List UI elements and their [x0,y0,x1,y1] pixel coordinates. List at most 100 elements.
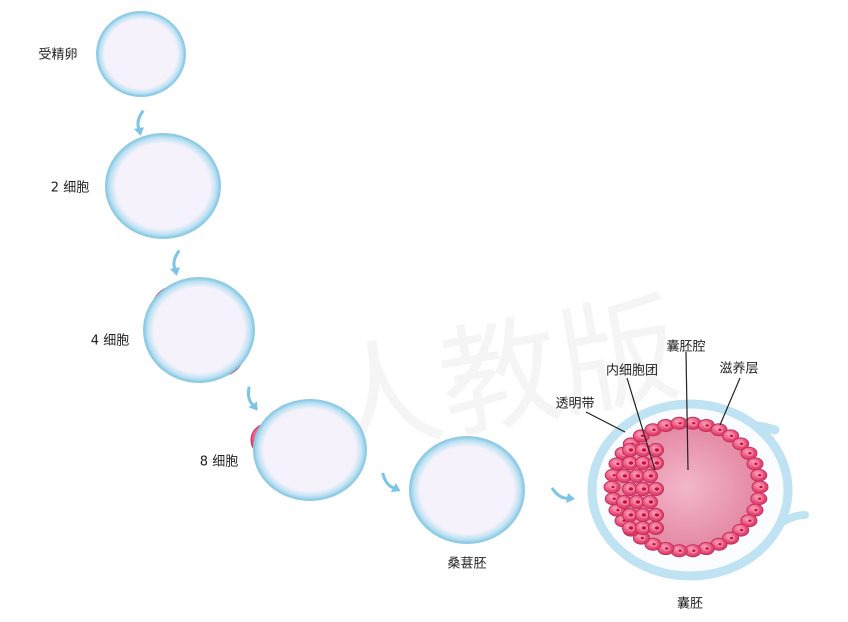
arrow-head [248,401,258,411]
arrow-head [390,483,401,492]
nucleus [653,511,661,519]
arrow-4 [381,472,401,492]
nucleus [716,541,724,548]
nucleus [752,507,760,513]
arrow-shaft [246,386,256,408]
trophoblast-cell [750,492,768,506]
trophoblast-cell [657,418,675,432]
trophoblast-cell [657,542,675,556]
arrow-2 [169,249,181,276]
nucleus [614,507,622,513]
trophoblast-cell [732,523,750,537]
nucleus [634,498,642,506]
nucleus [621,472,629,480]
leader-line [626,377,656,471]
label-trophoblast: 滋养层 [719,361,759,377]
nucleus [653,485,661,493]
label-blastocoel: 囊胚腔 [666,339,706,355]
inner-cell-mass-cell [635,482,651,496]
trophoblast-cell [746,457,764,471]
trophoblast-cell [746,503,764,517]
arrow-5 [550,487,575,503]
nucleus [756,472,763,478]
nucleus [611,496,618,502]
label-morula: 桑葚胚 [447,556,487,572]
arrow-3 [246,386,258,411]
nucleus [653,446,661,454]
nucleus [757,484,765,490]
inner-cell-mass-cell [648,456,664,470]
inner-cell-mass-cell [622,508,638,522]
nucleus [756,496,763,502]
nucleus [752,461,760,467]
leader-line [685,351,689,471]
label-four-cell: 4 细胞 [90,333,130,349]
trophoblast-cell [670,544,688,558]
label-zygote: 受精卵 [38,47,78,63]
arrow-head [133,127,144,136]
trophoblast-cell [722,531,740,545]
nucleus [627,524,635,532]
nucleus [640,446,648,454]
nucleus [647,498,655,506]
nucleus [663,422,670,429]
leader-line [585,411,626,433]
nucleus [640,485,648,493]
inner-cell-mass-cell [622,482,638,496]
nucleus [728,433,735,439]
nucleus [640,524,648,532]
label-inner-cell-mass: 内细胞团 [605,363,659,379]
nucleus [704,545,711,552]
trophoblast-cell [710,423,728,437]
trophoblast-cell [684,544,702,558]
nucleus [640,459,648,467]
inner-cell-mass-cell [648,508,664,522]
inner-cell-mass-cell [642,469,658,483]
nucleus [738,441,745,447]
label-zona-pellucida: 透明带 [555,396,595,412]
arrow-head [566,493,575,503]
nucleus [746,517,754,524]
nucleus [621,498,629,506]
label-eight-cell: 8 细胞 [199,454,239,470]
nucleus [611,472,618,478]
label-blastocyst: 囊胚 [676,596,704,612]
nucleus [653,459,661,467]
inner-cell-mass-cell [648,521,664,535]
inner-cell-mass-cell [642,495,658,509]
inner-cell-mass-cell [616,495,632,509]
zona-pellucida [253,399,367,501]
label-two-cell: 2 细胞 [50,180,90,196]
trophoblast-cell [644,537,662,551]
nucleus [640,511,648,519]
nucleus [663,545,670,552]
zona-pellucida [96,11,186,97]
blastocyst [587,399,809,581]
nucleus [690,420,697,427]
inner-cell-mass-cell [622,456,638,470]
zona-pellucida [143,277,255,383]
inner-cell-mass-cell [622,521,638,535]
nucleus [746,450,754,457]
trophoblast-cell [603,480,621,494]
nucleus [704,422,711,429]
nucleus [627,485,635,493]
nucleus [627,511,635,519]
trophoblast-cell [710,537,728,551]
nucleus [653,524,661,532]
nucleus [650,426,658,433]
trophoblast-cell [732,437,750,451]
nucleus [738,527,745,533]
nucleus [677,547,684,554]
zona-pellucida [105,133,221,239]
arrow-1 [133,109,145,136]
nucleus [634,472,642,480]
trophoblast-cell [684,416,702,430]
trophoblast-cell [740,514,758,528]
nucleus [614,461,622,467]
nucleus [647,472,655,480]
nucleus [627,446,635,454]
arrow-head [169,267,180,276]
